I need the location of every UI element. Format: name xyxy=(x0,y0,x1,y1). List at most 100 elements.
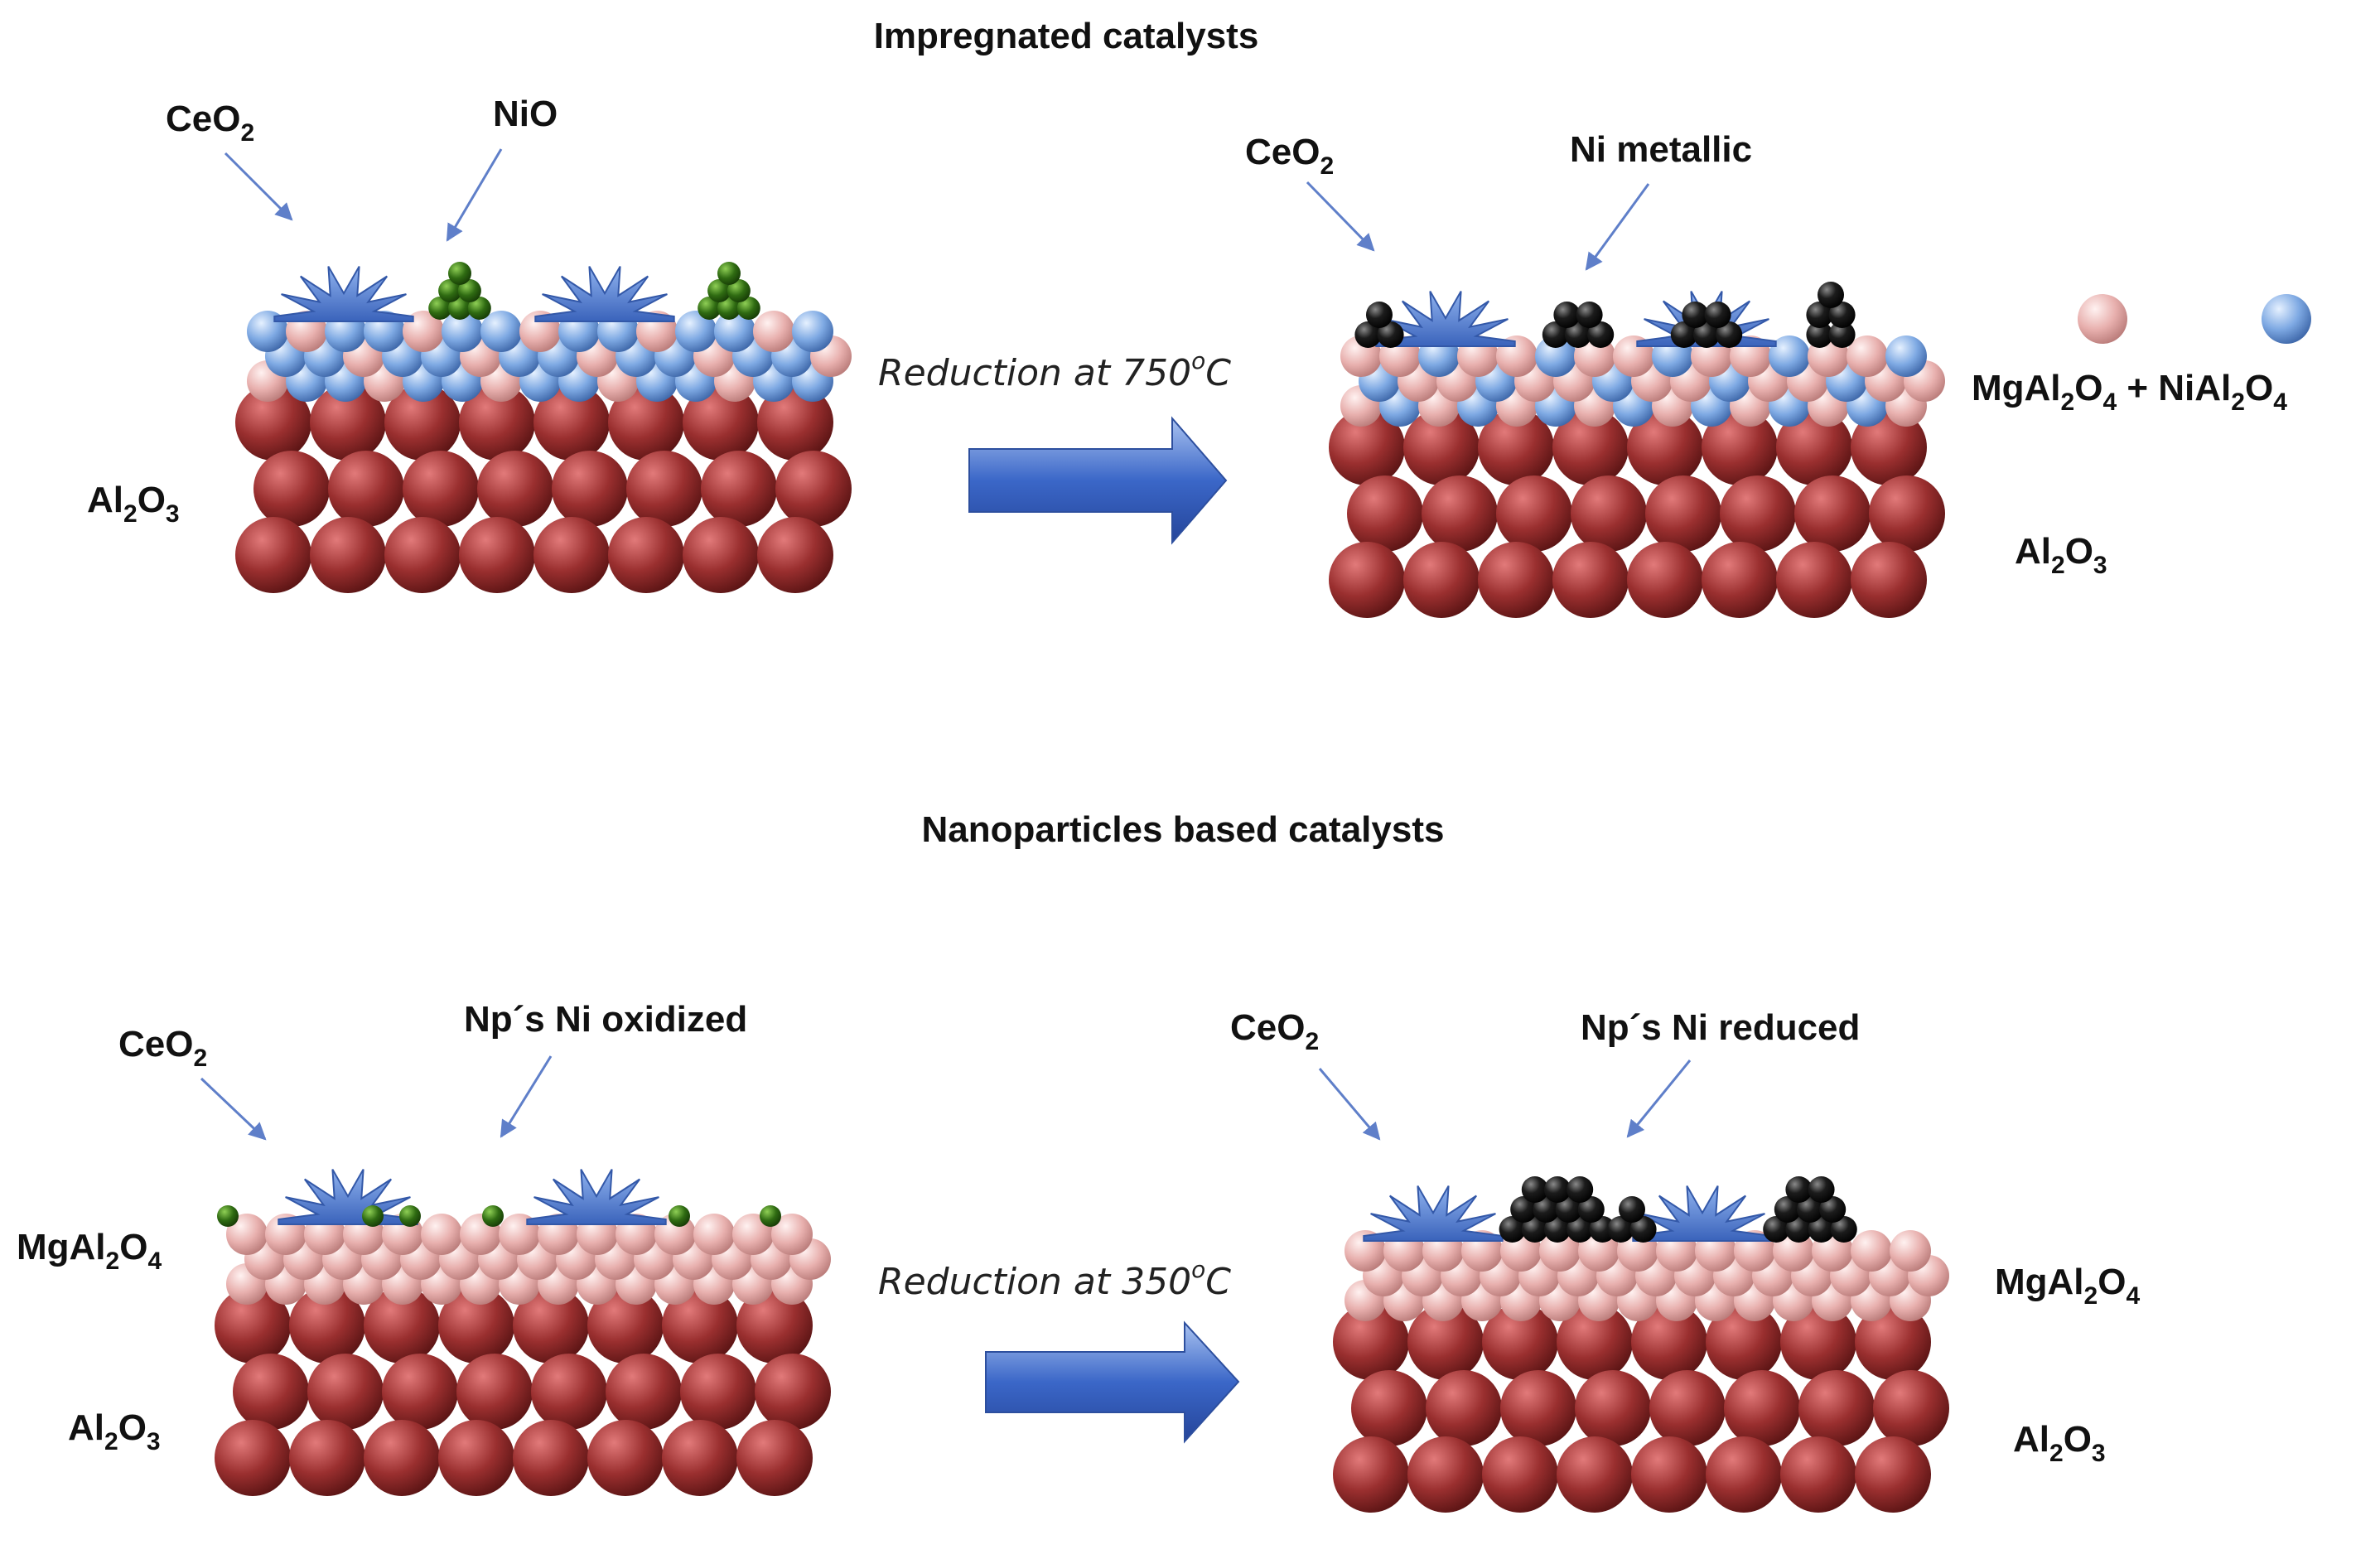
al2o3-sphere xyxy=(1482,1436,1558,1513)
ni-metal-particle xyxy=(1565,321,1591,348)
ceo2-pointer-arrow xyxy=(1318,1068,1381,1141)
ni-metal-particle xyxy=(1785,1216,1813,1243)
ni-metal-particle xyxy=(1763,1216,1790,1243)
al2o3-sphere xyxy=(438,1287,514,1364)
mgal2o4-nial2o4-legend-label: MgAl2O4 + NiAl2O4 xyxy=(1972,368,2287,416)
ni-metallic-pointer-arrow xyxy=(1585,183,1650,271)
nio-particle xyxy=(438,279,462,302)
al2o3-sphere xyxy=(1869,475,1945,552)
reaction-arrow-top xyxy=(968,416,1228,545)
al2o3-sphere xyxy=(1478,409,1554,485)
ceo2-crystal xyxy=(1363,1185,1504,1242)
al2o3-sphere xyxy=(1500,1370,1576,1446)
mgal2o4-sphere xyxy=(771,1214,813,1255)
ni-metal-particle xyxy=(1819,1196,1847,1223)
ceo2-crystal xyxy=(1375,291,1516,347)
ni-metal-particle xyxy=(1716,321,1743,348)
ni-metal-particle xyxy=(1567,1216,1594,1243)
ni-metal-particle xyxy=(1576,302,1603,328)
impregnated-panel: Impregnated catalysts CeO2 NiO Al2O3 Red… xyxy=(87,16,2311,618)
ni-metal-particle xyxy=(1577,1196,1605,1223)
mgal2o4-sphere xyxy=(421,1214,462,1255)
ceo2-crystal xyxy=(278,1169,418,1225)
ceo2-pointer-arrow xyxy=(224,152,293,221)
al2o3-sphere xyxy=(1780,1304,1856,1380)
al2o3-sphere xyxy=(328,451,404,527)
al2o3-sphere xyxy=(608,384,684,461)
ni-oxidized-pointer-arrow xyxy=(500,1055,553,1138)
al2o3-sphere xyxy=(1347,475,1423,552)
al2o3-sphere xyxy=(215,1287,291,1364)
al2o3-sphere xyxy=(533,517,610,593)
ni-metal-particle xyxy=(1806,302,1833,328)
al2o3-sphere xyxy=(531,1354,607,1430)
ceo2-pointer-arrow xyxy=(200,1077,267,1141)
al2o3-sphere xyxy=(736,1420,813,1496)
nio-particle xyxy=(669,1205,690,1227)
al2o3-sphere xyxy=(1403,409,1480,485)
ceo2-pointer-arrow xyxy=(1306,181,1375,252)
impregnated-title: Impregnated catalysts xyxy=(874,16,1259,56)
ni-metal-particle xyxy=(1354,321,1382,348)
al2o3-sphere xyxy=(1496,475,1572,552)
al2o3-sphere xyxy=(1422,475,1498,552)
nial2o4-sphere xyxy=(675,311,717,352)
ni-metal-particle xyxy=(1797,1196,1823,1223)
nanoparticles-left-structure xyxy=(215,1169,831,1496)
ceo2-label: CeO2 xyxy=(166,99,254,147)
nial2o4-sphere xyxy=(480,311,522,352)
ni-metal-particle xyxy=(1521,1216,1548,1243)
ceo2-crystal xyxy=(273,266,414,322)
al2o3-sphere xyxy=(364,1420,440,1496)
al2o3-sphere xyxy=(1478,542,1554,618)
al2o3-sphere xyxy=(680,1354,756,1430)
al2o3-sphere xyxy=(757,517,833,593)
al2o3-sphere xyxy=(215,1420,291,1496)
mgal2o4-label: MgAl2O4 xyxy=(1995,1262,2140,1310)
al2o3-sphere xyxy=(736,1287,813,1364)
reaction-condition-350: Reduction at 350oC xyxy=(878,1256,1231,1303)
al2o3-label: Al2O3 xyxy=(87,480,180,528)
al2o3-sphere xyxy=(456,1354,533,1430)
nio-particle xyxy=(707,279,731,302)
nial2o4-sphere xyxy=(1535,335,1576,377)
al2o3-sphere xyxy=(1557,1304,1633,1380)
al2o3-sphere xyxy=(1552,542,1629,618)
al2o3-sphere xyxy=(1724,1370,1800,1446)
al2o3-sphere xyxy=(459,384,535,461)
ni-oxidized-label: Np´s Ni oxidized xyxy=(464,999,747,1040)
ni-metal-particle xyxy=(1806,321,1833,348)
mgal2o4-sphere xyxy=(753,311,794,352)
al2o3-sphere xyxy=(1575,1370,1651,1446)
al2o3-sphere xyxy=(307,1354,384,1430)
ni-metal-particle xyxy=(1828,321,1856,348)
nio-particle xyxy=(698,297,722,320)
al2o3-sphere xyxy=(552,451,628,527)
al2o3-sphere xyxy=(587,1420,664,1496)
al2o3-sphere xyxy=(626,451,702,527)
ni-metal-particle xyxy=(1619,1196,1645,1223)
nanoparticles-title: Nanoparticles based catalysts xyxy=(922,809,1445,850)
al2o3-sphere xyxy=(1329,409,1405,485)
ni-metal-particle xyxy=(1828,302,1856,328)
al2o3-sphere xyxy=(438,1420,514,1496)
ni-metal-particle xyxy=(1510,1196,1538,1223)
nio-particle xyxy=(448,262,471,285)
nio-particle xyxy=(717,297,741,320)
al2o3-sphere xyxy=(1855,1304,1931,1380)
nial2o4-sphere xyxy=(714,311,756,352)
support-legend: MgAl2O4 + NiAl2O4 xyxy=(1972,294,2311,416)
ni-metal-particle xyxy=(1682,302,1709,328)
al2o3-sphere xyxy=(289,1287,365,1364)
al2o3-sphere xyxy=(289,1420,365,1496)
mgal2o4-sphere xyxy=(1890,1230,1931,1272)
mgal2o4-sphere xyxy=(226,1214,268,1255)
al2o3-sphere xyxy=(701,451,777,527)
nio-particle xyxy=(457,279,481,302)
al2o3-sphere xyxy=(606,1354,682,1430)
ceo2-label: CeO2 xyxy=(1230,1007,1319,1055)
ni-metal-particle xyxy=(1567,1176,1594,1203)
reaction-condition-750: Reduction at 750oC xyxy=(878,347,1231,394)
al2o3-sphere xyxy=(1702,542,1778,618)
mgal2o4-legend-sphere xyxy=(2078,294,2127,344)
